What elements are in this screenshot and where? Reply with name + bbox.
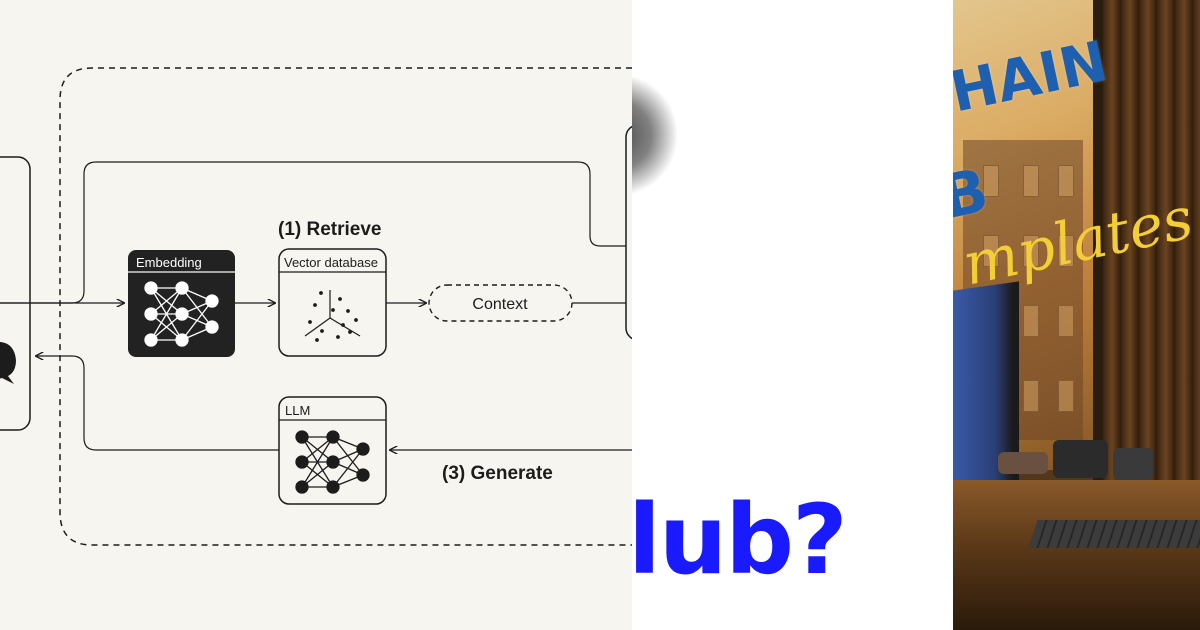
embedding-label: Embedding — [136, 255, 202, 270]
prompt-box — [625, 125, 632, 340]
dark-blur-shape — [632, 75, 677, 195]
building-window — [1023, 165, 1039, 197]
vector-database-box: Vector database — [278, 248, 387, 357]
llm-to-user-arrow — [36, 356, 279, 451]
chat-bubble-icon — [0, 342, 16, 384]
vector-database-label: Vector database — [284, 255, 378, 270]
building-window — [1058, 165, 1074, 197]
llm-box: LLM — [278, 396, 387, 505]
desk — [953, 480, 1200, 630]
window-frame — [1093, 0, 1105, 480]
desk-device — [1053, 440, 1108, 478]
building-window — [983, 235, 999, 267]
building-window — [1023, 305, 1039, 337]
rag-diagram: Embedding (1) Retrieve — [0, 67, 632, 546]
photo-panel: HAIN B mplates — [953, 0, 1200, 630]
context-label: Context — [472, 296, 528, 313]
keyboard — [1028, 520, 1200, 548]
neural-network-icon — [295, 430, 370, 494]
curtain — [1103, 0, 1200, 480]
llm-label: LLM — [285, 403, 310, 418]
user-box — [0, 156, 31, 431]
context-pill: Context — [428, 284, 573, 322]
query-bypass-line — [0, 161, 626, 304]
scatter-3d-icon — [304, 290, 361, 342]
embedding-box: Embedding — [128, 250, 235, 357]
building-window — [1058, 380, 1074, 412]
neural-network-icon — [144, 281, 219, 347]
rag-diagram-panel: Embedding (1) Retrieve — [0, 0, 632, 630]
desk-device — [1113, 448, 1153, 480]
retrieve-step-label: (1) Retrieve — [278, 219, 382, 240]
dashed-region-border — [59, 67, 632, 546]
building-window — [1023, 235, 1039, 267]
building-window — [1058, 305, 1074, 337]
generate-step-label: (3) Generate — [442, 463, 553, 484]
headline-text-fragment: lub? — [632, 484, 848, 596]
building-window — [1058, 235, 1074, 267]
building-window — [1023, 380, 1039, 412]
middle-panel: lub? — [632, 0, 953, 630]
desk-device — [998, 452, 1048, 474]
building-window — [983, 165, 999, 197]
